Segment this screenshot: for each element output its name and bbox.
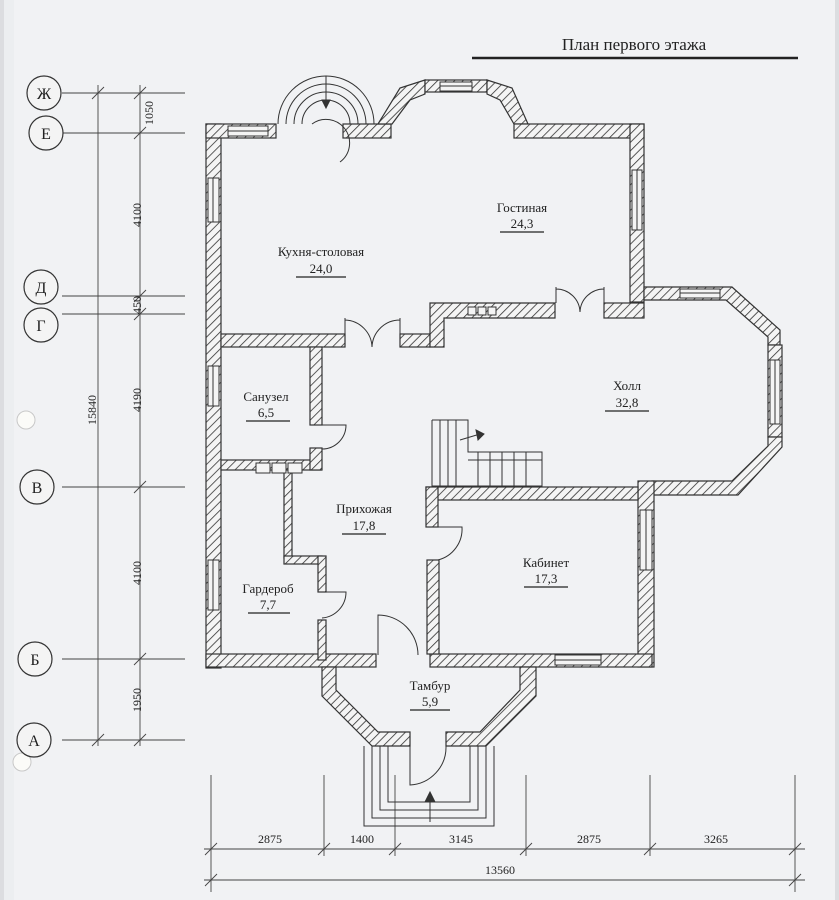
- dim-h-2875-right: 2875: [577, 832, 601, 846]
- room-bath-area: 6,5: [258, 405, 274, 420]
- axis-marker-v: В: [19, 469, 55, 505]
- vent-block-kitchen: [467, 306, 497, 316]
- axis-marker-e: Е: [28, 115, 64, 151]
- svg-text:В: В: [32, 480, 43, 497]
- dim-h-total: 13560: [485, 863, 515, 877]
- dim-v-1950: 1950: [130, 688, 144, 712]
- dim-v-450: 450: [130, 296, 144, 314]
- room-wardrobe-area: 7,7: [260, 597, 277, 612]
- svg-text:Е: Е: [41, 126, 51, 143]
- room-living: Гостиная 24,3: [497, 200, 547, 233]
- dim-v-1050: 1050: [142, 101, 156, 125]
- entrance-steps: [363, 746, 495, 827]
- dim-h-2875-left: 2875: [258, 832, 282, 846]
- dim-h-3145: 3145: [449, 832, 473, 846]
- vent-block-bath: [255, 462, 303, 474]
- axis-marker-zh: Ж: [26, 75, 62, 111]
- dim-h-1400: 1400: [350, 832, 374, 846]
- room-office: Кабинет 17,3: [523, 555, 570, 588]
- binder-hole-bottom: [12, 752, 32, 772]
- svg-text:Д: Д: [36, 280, 47, 297]
- room-entry-name: Прихожая: [336, 501, 392, 516]
- dim-v-4100-bottom: 4100: [130, 561, 144, 585]
- dim-v-total: 15840: [85, 395, 99, 425]
- room-wardrobe-name: Гардероб: [242, 581, 294, 596]
- room-kitchen: Кухня-столовая 24,0: [278, 244, 364, 278]
- room-entry-area: 17,8: [353, 518, 376, 533]
- room-living-area: 24,3: [511, 216, 534, 231]
- svg-text:Б: Б: [30, 652, 39, 669]
- room-hall-area: 32,8: [616, 395, 639, 410]
- room-bath: Санузел 6,5: [243, 389, 290, 422]
- axis-marker-a: А: [16, 722, 52, 758]
- room-hall: Холл 32,8: [605, 378, 649, 412]
- windows: [207, 81, 781, 666]
- porch-steps-top: [277, 75, 375, 125]
- room-entry: Прихожая 17,8: [336, 501, 392, 535]
- room-bath-name: Санузел: [243, 389, 289, 404]
- axis-lines: [62, 85, 185, 747]
- bottom-dimension-lines: [204, 775, 805, 892]
- axis-marker-g: Г: [23, 307, 59, 343]
- room-kitchen-name: Кухня-столовая: [278, 244, 364, 259]
- room-kitchen-area: 24,0: [310, 261, 333, 276]
- dim-h-3265: 3265: [704, 832, 728, 846]
- room-vestibule-name: Тамбур: [410, 678, 451, 693]
- dim-v-4190: 4190: [130, 388, 144, 412]
- doors: [311, 118, 605, 786]
- room-office-name: Кабинет: [523, 555, 570, 570]
- staircase: [431, 419, 543, 487]
- room-vestibule-area: 5,9: [422, 694, 438, 709]
- binder-hole-top: [16, 410, 36, 430]
- room-office-area: 17,3: [535, 571, 558, 586]
- room-living-name: Гостиная: [497, 200, 547, 215]
- svg-text:А: А: [28, 733, 40, 750]
- axis-marker-b: Б: [17, 641, 53, 677]
- room-hall-name: Холл: [613, 378, 641, 393]
- svg-text:Г: Г: [36, 318, 45, 335]
- page-title: План первого этажа: [562, 35, 707, 54]
- room-vestibule: Тамбур 5,9: [410, 678, 451, 711]
- axis-marker-d: Д: [23, 269, 59, 305]
- dim-v-4100-top: 4100: [130, 203, 144, 227]
- room-wardrobe: Гардероб 7,7: [242, 581, 294, 614]
- svg-text:Ж: Ж: [37, 86, 52, 103]
